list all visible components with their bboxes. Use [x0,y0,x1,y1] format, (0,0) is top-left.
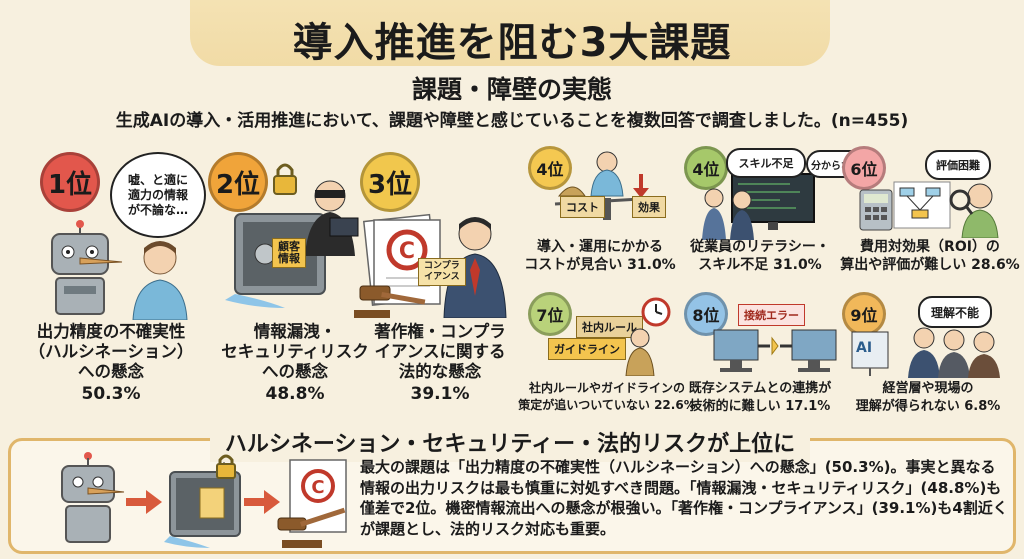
rank-1-label: 出力精度の不確実性 （ハルシネーション） への懸念 [28,322,194,381]
summary-heading: ハルシネーション・セキュリティー・法的リスクが上位に [224,432,796,457]
rank-6-badge: 6位 [842,146,886,190]
svg-text:C: C [311,477,324,498]
rank-2-label: 情報漏洩・ セキュリティリスク への懸念 [221,322,369,381]
section-subtitle: 課題・障壁の実態 [411,75,612,104]
rank-1-badge: 1位 [40,152,100,212]
page-title: 導入推進を阻む3大課題 [292,20,732,66]
thief-icon [305,180,359,256]
ai-board-text: AI [856,340,873,356]
skill-bubble: スキル不足 [726,148,806,178]
calculator-icon [859,189,893,231]
svg-text:C: C [399,239,415,264]
gavel-icon [354,285,426,318]
disconnected-computers-icon [713,329,837,372]
magnifier-person-icon [949,183,999,238]
rank-2-badge: 2位 [208,152,268,212]
section-description: 生成AIの導入・活用推進において、課題や障壁と感じていることを複数回答で調査しま… [115,111,909,131]
clock-icon [641,297,671,327]
arrow-right-icon-2 [244,490,280,514]
worker-icon [625,328,655,376]
rank-7-badge: 7位 [528,292,572,336]
person-icon [132,241,188,320]
rank-1-speech-bubble: 嘘、と適に 適力の情報 が不論な… [110,152,206,238]
ai-board-icon [851,331,889,376]
rank-8-label: 既存システムとの連携が 技術的に難しい 17.1% [688,381,832,414]
title-banner [190,0,830,66]
cost-tag: コスト [560,196,605,218]
rank-4-literacy-label: 従業員のリテラシー・ スキル不足 31.0% [690,239,830,273]
rank-9-label: 経営層や現場の 理解が得られない 6.8% [855,381,1001,414]
rank-3-value: 39.1% [410,384,470,404]
lock-icon [273,163,297,195]
summary-text: 最大の課題は「出力精度の不確実性（ハルシネーション）への懸念」(50.3%)。事… [360,458,1008,538]
summary-lock-icon [216,454,236,479]
rank-1-value: 50.3% [81,384,141,404]
summary-copyright-icon: C [277,459,347,548]
evaluation-bubble: 評価困難 [925,150,991,180]
rank-3-label: 著作権・コンプラ イアンスに関する 法的な懸念 [374,322,506,381]
summary-heading-wrap: ハルシネーション・セキュリティー・法的リスクが上位に [210,422,810,462]
guideline-sign: ガイドライン [548,338,626,360]
connection-error-sign: 接続エラー [738,304,805,326]
rank-6-label: 費用対効果（ROI）の 算出や評価が難しい 28.6% [840,239,1020,273]
summary-robot-icon [61,452,125,543]
arrow-right-icon [126,490,162,514]
rank-4-badge-b: 4位 [684,146,728,190]
executives-icon [908,327,1000,378]
no-understanding-bubble: 理解不能 [918,296,992,328]
rank-4-cost-label: 導入・運用にかかる コストが見合い 31.0% [524,239,676,273]
effect-tag: 効果 [632,196,666,218]
rank-7-label: 社内ルールやガイドラインの 策定が追いついていない 22.6% [518,381,696,412]
rank-3-book: コンプラ イアンス [418,258,466,286]
rank-2-document-tag: 顧客 情報 [272,238,306,268]
robot-icon [51,220,123,315]
employees-icon [702,188,754,240]
rule-sign: 社内ルール [576,316,643,338]
flowchart-icon [893,181,951,229]
rank-4-badge-a: 4位 [528,146,572,190]
rank-2-value: 48.8% [265,384,325,404]
rank-3-badge: 3位 [360,152,420,212]
rank-8-badge: 8位 [684,292,728,336]
